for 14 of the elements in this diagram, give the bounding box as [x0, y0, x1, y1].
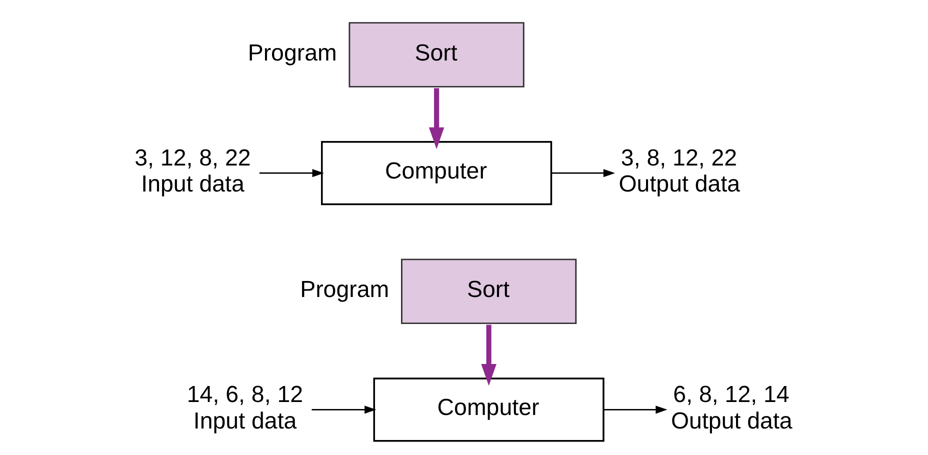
- node-box: Computer: [372, 378, 604, 442]
- arrow: [258, 169, 324, 178]
- arrow: [603, 406, 667, 414]
- arrow: [311, 406, 376, 414]
- node-text: 6, 8, 12, 14 Output data: [670, 381, 792, 434]
- node-label: Program: [300, 276, 389, 302]
- node-label: Program: [247, 39, 336, 66]
- node-text: 3, 12, 8, 22 Input data: [134, 144, 250, 197]
- node-text: 14, 6, 8, 12 Input data: [186, 381, 303, 434]
- node-text: 3, 8, 12, 22 Output data: [618, 144, 740, 197]
- arrow: [428, 88, 444, 150]
- arrow: [550, 169, 615, 178]
- arrow: [480, 324, 496, 386]
- node-box: Computer: [320, 140, 552, 206]
